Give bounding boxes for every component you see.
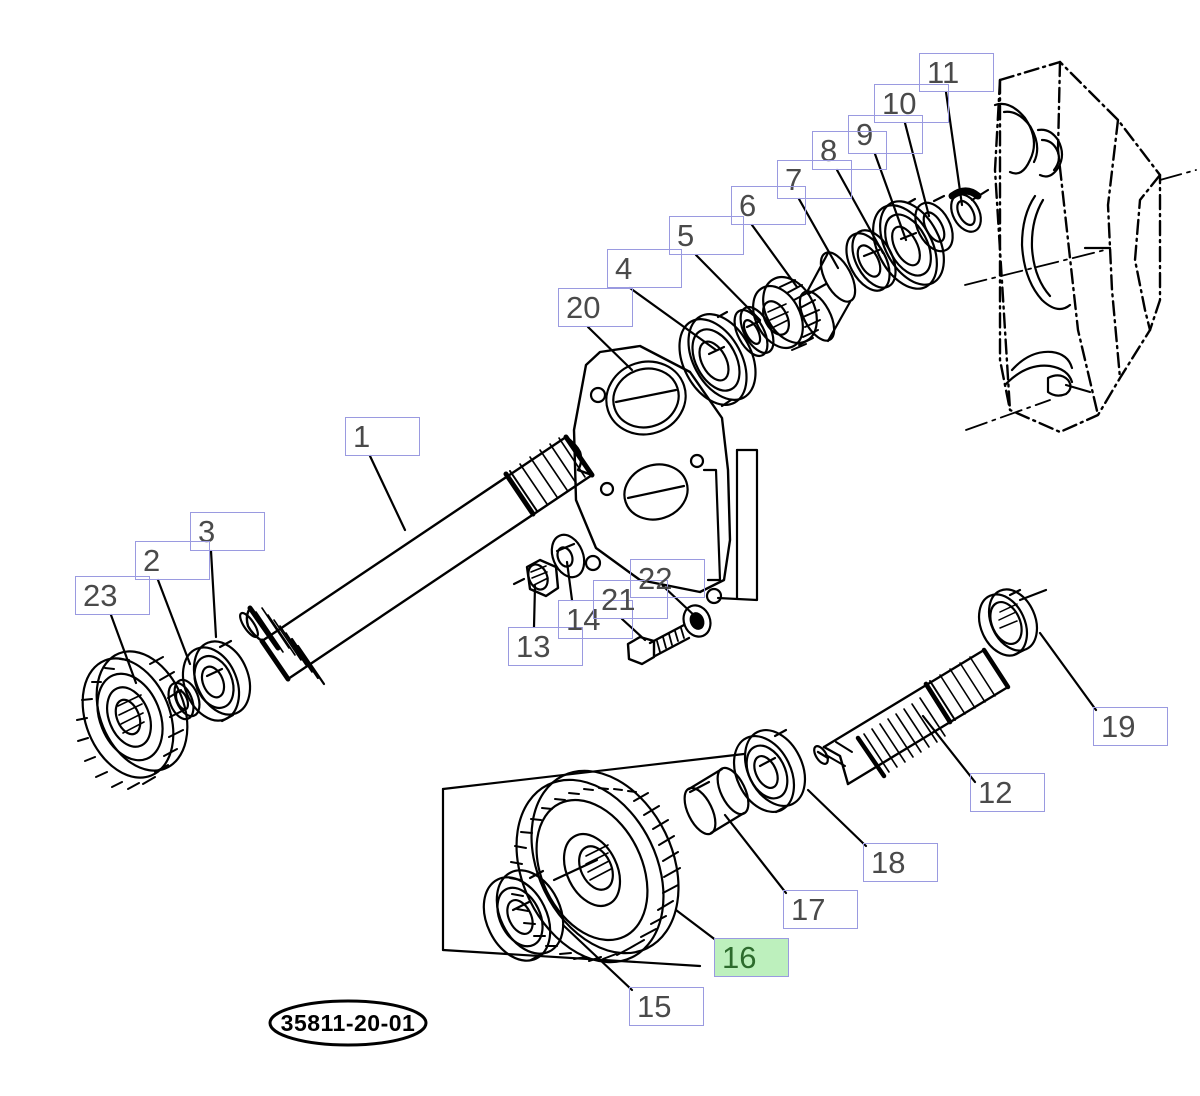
callout-label: 7 bbox=[785, 162, 803, 197]
callout-label: 14 bbox=[566, 602, 601, 637]
callout-label: 9 bbox=[856, 117, 874, 152]
housing-centerlines bbox=[964, 169, 1197, 431]
part-22-lock-washer bbox=[682, 604, 712, 638]
callout-label: 22 bbox=[638, 561, 673, 596]
callout-21[interactable]: 21 bbox=[593, 580, 668, 619]
callout-label: 1 bbox=[353, 419, 371, 454]
part-15-bearing bbox=[482, 869, 565, 962]
callout-4[interactable]: 4 bbox=[607, 249, 682, 288]
callout-label: 8 bbox=[820, 133, 838, 168]
callout-label: 11 bbox=[927, 55, 960, 90]
callout-2[interactable]: 2 bbox=[135, 541, 210, 580]
part-20-bracket-plate bbox=[572, 344, 759, 605]
part-11-snapring bbox=[948, 187, 990, 233]
part-12-pto-shaft bbox=[813, 647, 1011, 786]
part-9-bearing bbox=[872, 197, 945, 290]
callout-15[interactable]: 15 bbox=[629, 987, 704, 1026]
part-7-spacer-sleeve bbox=[798, 251, 857, 343]
callout-label: 12 bbox=[978, 775, 1013, 810]
callout-label: 10 bbox=[882, 86, 917, 121]
part-5-washer bbox=[733, 305, 775, 358]
callout-label: 20 bbox=[566, 290, 601, 325]
callout-label: 2 bbox=[143, 543, 161, 578]
part-4-bearing bbox=[678, 310, 757, 408]
housing-outline bbox=[993, 60, 1162, 434]
callout-label: 19 bbox=[1101, 709, 1136, 744]
callout-6[interactable]: 6 bbox=[731, 186, 806, 225]
callout-label: 21 bbox=[601, 582, 636, 617]
part-21-hex-bolt bbox=[626, 623, 691, 666]
callout-14[interactable]: 14 bbox=[558, 600, 633, 639]
part-6-pinion-gear bbox=[752, 276, 821, 351]
callout-16[interactable]: 16 bbox=[714, 938, 789, 977]
callout-label: 17 bbox=[791, 892, 826, 927]
callout-17[interactable]: 17 bbox=[783, 890, 858, 929]
part-number-badge-outline bbox=[268, 999, 428, 1047]
callout-23[interactable]: 23 bbox=[75, 576, 150, 615]
callout-label: 4 bbox=[615, 251, 633, 286]
callout-7[interactable]: 7 bbox=[777, 160, 852, 199]
callout-13[interactable]: 13 bbox=[508, 627, 583, 666]
callout-label: 16 bbox=[722, 940, 757, 975]
callout-label: 6 bbox=[739, 188, 757, 223]
part-number-badge: 35811-20-01 bbox=[268, 1000, 428, 1046]
callout-22[interactable]: 22 bbox=[630, 559, 705, 598]
background-panel bbox=[441, 752, 746, 968]
part-3-bearing bbox=[181, 639, 252, 723]
callout-label: 13 bbox=[516, 629, 551, 664]
part-23-drive-gear bbox=[76, 650, 189, 790]
callout-18[interactable]: 18 bbox=[863, 843, 938, 882]
housing-details bbox=[993, 102, 1112, 397]
part-19-seal bbox=[977, 588, 1048, 657]
callout-20[interactable]: 20 bbox=[558, 288, 633, 327]
part-number-text: 35811-20-01 bbox=[280, 1009, 416, 1036]
callout-9[interactable]: 9 bbox=[848, 115, 923, 154]
callout-label: 18 bbox=[871, 845, 906, 880]
callout-label: 23 bbox=[83, 578, 118, 613]
callout-10[interactable]: 10 bbox=[874, 84, 949, 123]
part-1-main-shaft bbox=[239, 434, 595, 686]
callout-1[interactable]: 1 bbox=[345, 417, 420, 456]
callout-11[interactable]: 11 bbox=[919, 53, 994, 92]
callout-label: 15 bbox=[637, 989, 672, 1024]
part-13-nut bbox=[512, 558, 560, 598]
part-14-washer bbox=[550, 533, 586, 579]
callout-5[interactable]: 5 bbox=[669, 216, 744, 255]
callout-3[interactable]: 3 bbox=[190, 512, 265, 551]
callout-19[interactable]: 19 bbox=[1093, 707, 1168, 746]
part-16-large-gear bbox=[509, 769, 681, 964]
callout-label: 5 bbox=[677, 218, 695, 253]
part-17-spacer-collar bbox=[683, 766, 750, 836]
callout-8[interactable]: 8 bbox=[812, 131, 887, 170]
callout-12[interactable]: 12 bbox=[970, 773, 1045, 812]
callout-label: 3 bbox=[198, 514, 216, 549]
part-18-bearing bbox=[732, 728, 807, 814]
